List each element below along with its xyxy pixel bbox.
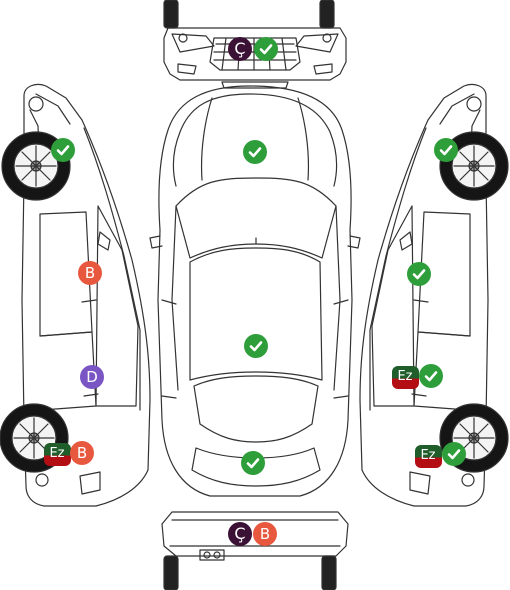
marker-right-rear-door-ok[interactable] <box>419 364 443 388</box>
check-icon <box>412 269 426 280</box>
marker-left-front-door-b[interactable]: B <box>78 261 102 285</box>
top-view <box>149 85 361 497</box>
check-icon <box>56 145 70 156</box>
marker-label: B <box>76 444 88 462</box>
marker-label: Ez <box>397 369 413 384</box>
check-icon <box>248 147 262 158</box>
marker-hood-ok[interactable] <box>243 140 267 164</box>
marker-label: B <box>84 264 96 282</box>
rear-view <box>161 511 349 590</box>
marker-label: D <box>86 368 98 386</box>
check-icon <box>439 145 453 156</box>
check-icon <box>246 458 260 469</box>
marker-front-c[interactable]: Ç <box>228 37 252 61</box>
check-icon <box>259 44 273 55</box>
check-icon <box>249 341 263 352</box>
marker-roof-ok[interactable] <box>244 334 268 358</box>
marker-label: B <box>259 525 271 543</box>
marker-right-rear-wheel-ez[interactable]: Ez <box>414 444 442 468</box>
check-icon <box>447 449 461 460</box>
marker-rear-b[interactable]: B <box>253 522 277 546</box>
check-icon <box>424 371 438 382</box>
marker-left-rear-door-d[interactable]: D <box>80 365 104 389</box>
marker-left-rear-wheel-ez[interactable]: Ez <box>43 442 71 466</box>
marker-label: Ez <box>49 446 65 461</box>
marker-label: Ez <box>420 448 436 463</box>
marker-right-front-wheel-ok[interactable] <box>434 138 458 162</box>
marker-label: Ç <box>234 524 246 543</box>
marker-front-ok[interactable] <box>254 37 278 61</box>
marker-left-front-wheel-ok[interactable] <box>51 138 75 162</box>
marker-rear-c[interactable]: Ç <box>228 522 252 546</box>
marker-left-rear-wheel-b[interactable]: B <box>70 441 94 465</box>
marker-label: Ç <box>234 39 246 58</box>
marker-right-rear-door-ez[interactable]: Ez <box>391 365 419 389</box>
marker-trunk-ok[interactable] <box>241 451 265 475</box>
marker-right-rear-wheel-ok[interactable] <box>442 442 466 466</box>
marker-right-front-door-ok[interactable] <box>407 262 431 286</box>
